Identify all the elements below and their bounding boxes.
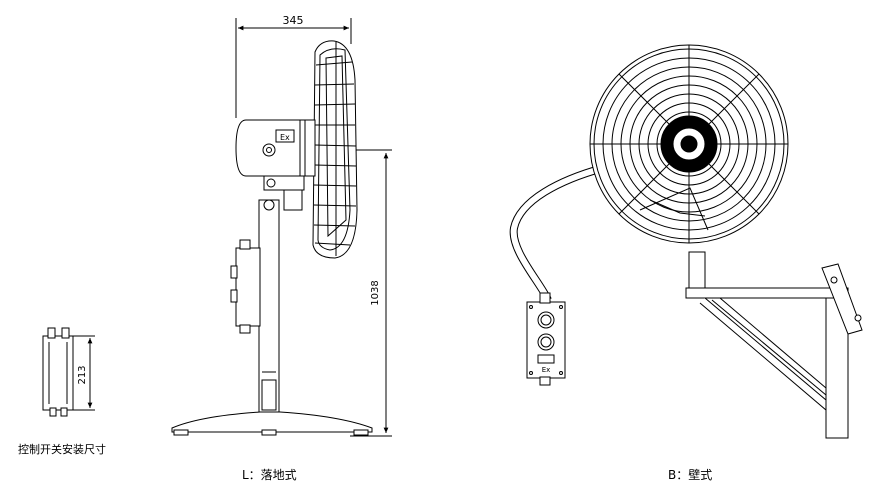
- switch-mount-caption: 控制开关安装尺寸: [18, 443, 106, 456]
- depth-dimension: 345: [283, 14, 304, 27]
- ex-mark-motor: Ex: [280, 133, 290, 142]
- switch-height-dimension: 213: [77, 365, 88, 384]
- ex-mark-switch: Ex: [542, 366, 551, 374]
- wall-type-caption: B：壁式: [668, 468, 713, 482]
- floor-type-caption: L：落地式: [242, 468, 297, 482]
- height-dimension: 1038: [370, 280, 381, 305]
- floor-fan-drawing: [171, 18, 392, 437]
- switch-mount-drawing: [42, 327, 95, 417]
- wall-fan-drawing: [509, 44, 863, 439]
